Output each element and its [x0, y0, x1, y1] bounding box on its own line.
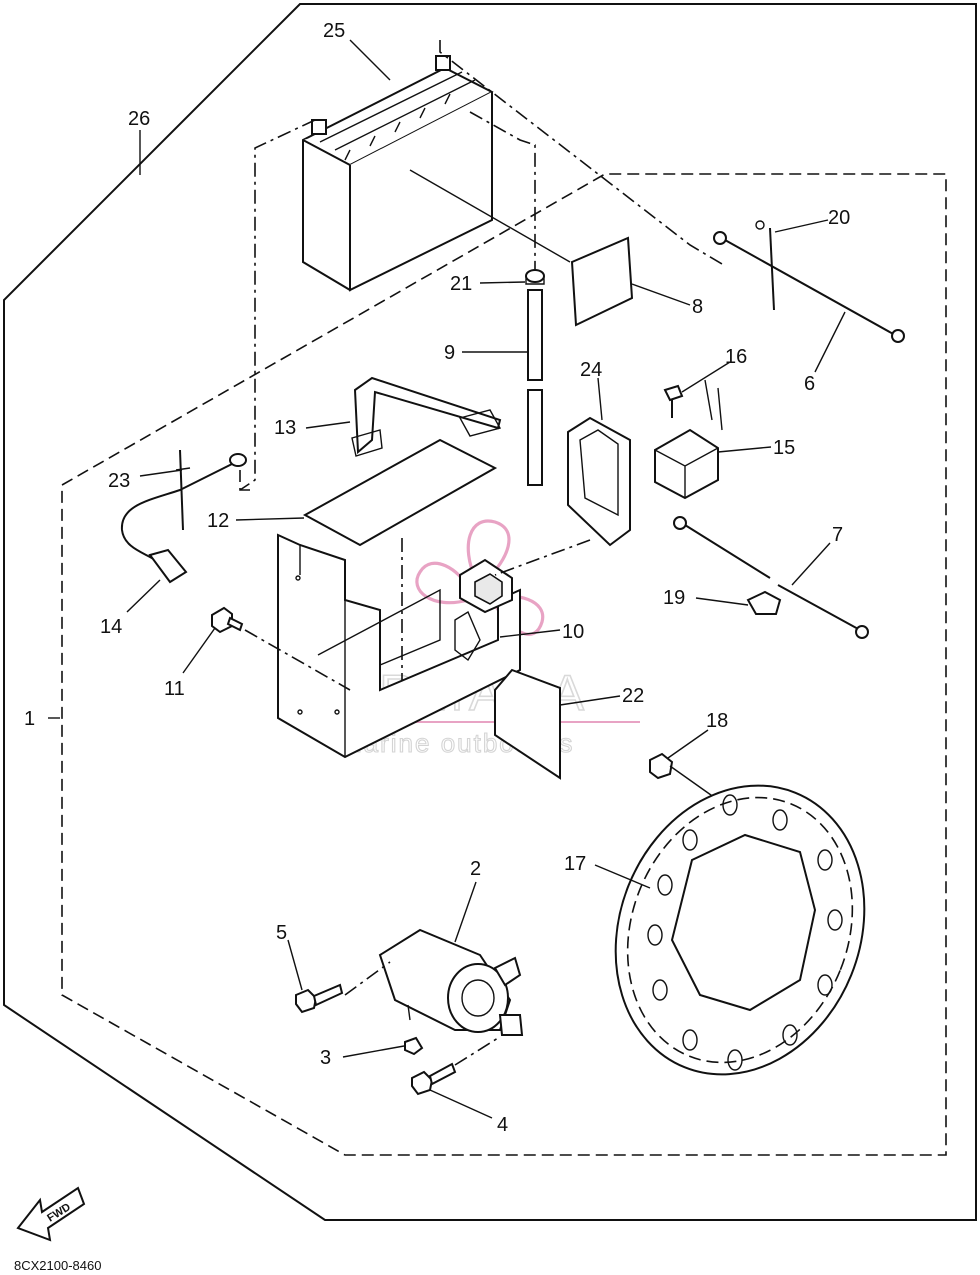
- part-bolt-11[interactable]: [211, 606, 244, 634]
- part-band[interactable]: [351, 376, 502, 457]
- callout-5[interactable]: 5: [276, 922, 287, 944]
- part-battery[interactable]: [302, 55, 494, 292]
- callout-1[interactable]: 1: [24, 708, 35, 730]
- callout-24[interactable]: 24: [580, 359, 602, 381]
- callout-20[interactable]: 20: [828, 207, 850, 229]
- part-bolt-4[interactable]: [411, 1062, 457, 1096]
- callout-18[interactable]: 18: [706, 710, 728, 732]
- part-bolt-5[interactable]: [295, 983, 344, 1014]
- callout-6[interactable]: 6: [804, 373, 815, 395]
- callout-22[interactable]: 22: [622, 685, 644, 707]
- part-clamp[interactable]: [746, 590, 782, 615]
- callout-21[interactable]: 21: [450, 273, 472, 295]
- part-case[interactable]: [567, 416, 631, 547]
- part-lead-wire[interactable]: [120, 453, 255, 584]
- callout-11[interactable]: 11: [164, 678, 185, 700]
- callout-19[interactable]: 19: [663, 587, 685, 609]
- part-cover-sheet[interactable]: [302, 438, 498, 547]
- part-washer-3[interactable]: [404, 1036, 424, 1056]
- callouts: 26 25 20 21 8 9 16 24 6 13 15 23 12 7 19…: [24, 20, 850, 1136]
- kit-outline-1: [61, 173, 947, 1156]
- part-bolt-18[interactable]: [649, 752, 719, 801]
- callout-4[interactable]: 4: [497, 1114, 508, 1136]
- part-wire-band-20[interactable]: [755, 220, 775, 311]
- callout-16[interactable]: 16: [725, 346, 747, 368]
- part-cable-6[interactable]: [713, 231, 905, 343]
- assembly-lines: [239, 40, 723, 1066]
- callout-12[interactable]: 12: [207, 510, 229, 532]
- part-battery-box[interactable]: [277, 533, 521, 759]
- part-starter-relay[interactable]: [654, 379, 723, 500]
- part-pad[interactable]: [570, 236, 634, 327]
- callout-10[interactable]: 10: [562, 621, 584, 643]
- callout-9[interactable]: 9: [444, 342, 455, 364]
- part-hose[interactable]: [527, 289, 543, 486]
- fwd-arrow: FWD: [16, 1186, 86, 1242]
- callout-7[interactable]: 7: [832, 524, 843, 546]
- leader-lines: [48, 39, 846, 1119]
- part-clip[interactable]: [525, 269, 545, 285]
- part-bolt-16[interactable]: [663, 384, 684, 418]
- callout-2[interactable]: 2: [470, 858, 481, 880]
- callout-8[interactable]: 8: [692, 296, 703, 318]
- callout-26[interactable]: 26: [128, 108, 150, 130]
- callout-17[interactable]: 17: [564, 853, 586, 875]
- callout-25[interactable]: 25: [323, 20, 345, 42]
- part-plate[interactable]: [494, 668, 561, 780]
- callout-14[interactable]: 14: [100, 616, 122, 638]
- callout-13[interactable]: 13: [274, 417, 296, 439]
- part-ring-gear[interactable]: [573, 748, 906, 1112]
- callout-23[interactable]: 23: [108, 470, 130, 492]
- part-starter-motor[interactable]: [378, 928, 524, 1036]
- drawing-code: 8CX2100-8460: [14, 1258, 101, 1273]
- callout-3[interactable]: 3: [320, 1047, 331, 1069]
- kit-outline-26: [3, 3, 977, 1221]
- part-cable-7[interactable]: [673, 516, 869, 639]
- callout-15[interactable]: 15: [773, 437, 795, 459]
